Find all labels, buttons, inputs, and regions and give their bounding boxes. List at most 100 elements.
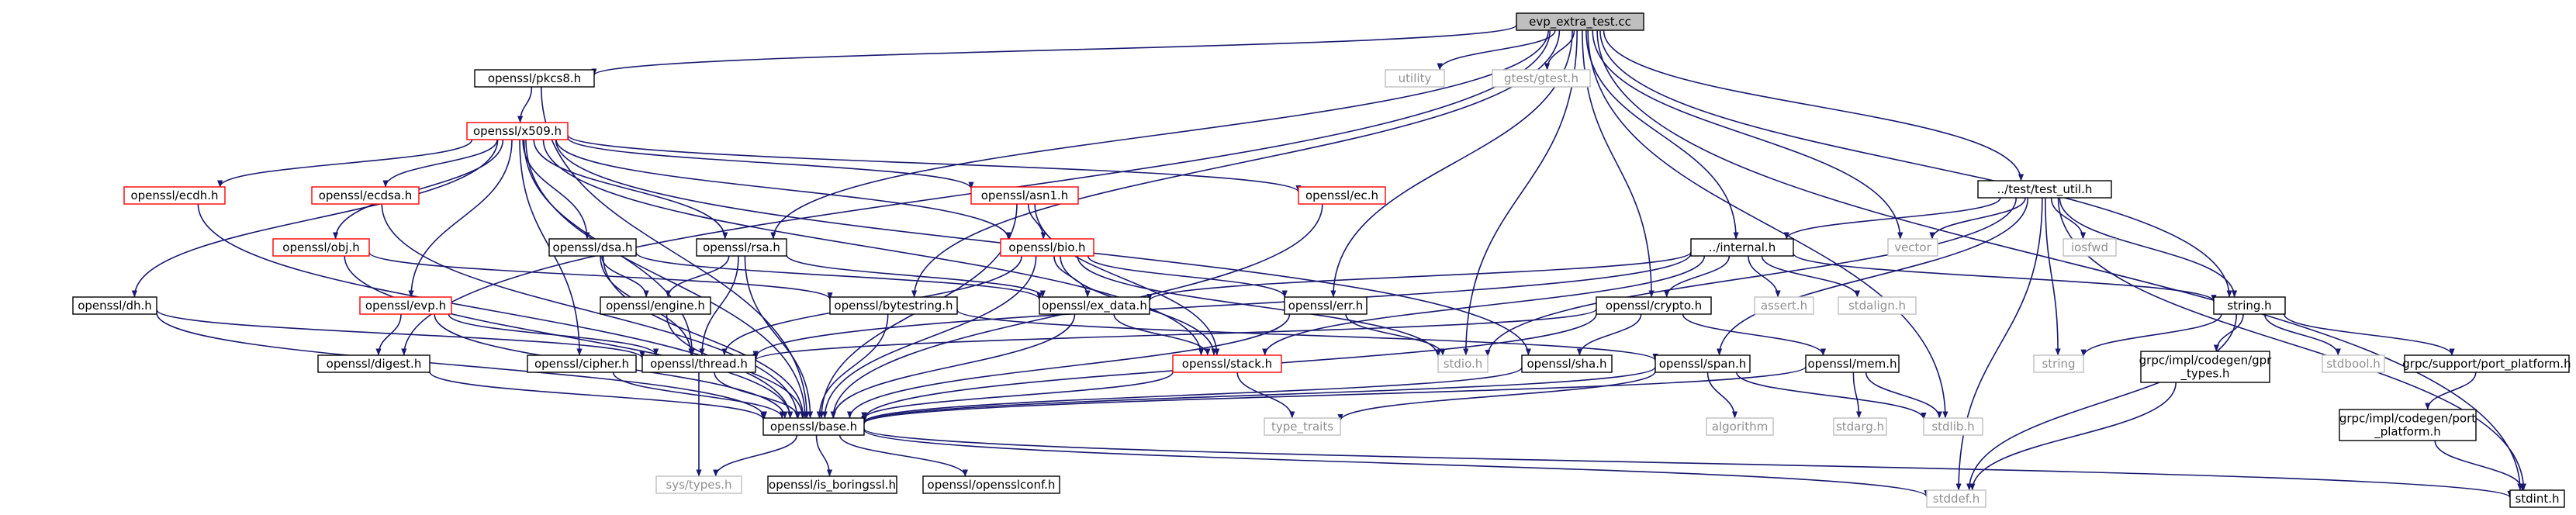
node-stdint[interactable]: stdint.h [2509,489,2565,508]
node-string[interactable]: string [2033,354,2084,373]
node-bytestring[interactable]: openssl/bytestring.h [829,296,958,315]
edge-x509-to-ec [567,134,1302,193]
node-stdbool[interactable]: stdbool.h [2322,354,2385,373]
node-sys_types[interactable]: sys/types.h [655,475,742,494]
edge-crypto-to-sha [1576,313,1642,356]
node-cipher-label: openssl/cipher.h [534,357,629,371]
node-engine-label: openssl/engine.h [606,299,705,313]
node-codegen_port[interactable]: grpc/impl/codegen/port_platform.h [2339,409,2477,441]
node-stddef[interactable]: stddef.h [1926,489,1986,508]
node-ex_data-box [1039,296,1150,315]
edge-thread-to-base [714,372,801,419]
edge-evp-to-thread [448,313,659,356]
node-stack-label: openssl/stack.h [1182,357,1272,371]
node-assert[interactable]: assert.h [1754,296,1814,315]
node-asn1[interactable]: openssl/asn1.h [970,186,1079,205]
edge-err-to-base [846,313,1291,419]
node-type_traits[interactable]: type_traits [1264,417,1341,436]
edge-x509-to-rsa [533,139,728,240]
node-rsa[interactable]: openssl/rsa.h [696,238,787,257]
node-err-box [1284,296,1368,315]
edge-x509-to-dsa [522,139,590,240]
node-thread-box [641,354,756,373]
node-stdlib[interactable]: stdlib.h [1923,417,1983,436]
node-cipher-box [527,354,637,373]
node-sha-box [1521,354,1613,373]
node-crypto-box [1596,296,1712,315]
edge-root-to-stdlib [1587,29,1948,419]
node-bio[interactable]: openssl/bio.h [1000,238,1094,257]
node-test_util-box [1977,180,2112,199]
node-base[interactable]: openssl/base.h [762,417,865,436]
node-stack[interactable]: openssl/stack.h [1172,354,1282,373]
node-ecdsa[interactable]: openssl/ecdsa.h [311,186,420,205]
node-x509[interactable]: openssl/x509.h [466,122,569,140]
edge-span-to-stdlib [1736,372,1927,420]
node-pkcs8[interactable]: openssl/pkcs8.h [474,69,595,88]
node-is_boringssl[interactable]: openssl/is_boringssl.h [767,475,897,494]
edge-test_util-to-iosfwd [2050,197,2087,240]
edge-test_util-to-span [1717,197,2029,356]
node-thread[interactable]: openssl/thread.h [641,354,756,373]
edge-root-to-stdint [1596,29,2523,491]
node-gpr_types-label: _types.h [2180,367,2229,382]
node-stdio[interactable]: stdio.h [1437,354,1489,373]
node-utility[interactable]: utility [1385,69,1445,88]
node-dh[interactable]: openssl/dh.h [72,296,157,315]
node-mem[interactable]: openssl/mem.h [1805,354,1900,373]
edge-internal-to-string_h [1793,253,2217,302]
node-ex_data[interactable]: openssl/ex_data.h [1039,296,1150,315]
node-string_h-box [2213,296,2286,315]
edge-test_util-to-string_h [2059,197,2238,298]
node-internal[interactable]: ../internal.h [1690,238,1794,257]
node-opensslconf[interactable]: openssl/opensslconf.h [922,475,1060,494]
edge-bio-to-base [821,255,1037,419]
node-crypto[interactable]: openssl/crypto.h [1596,296,1712,315]
node-crypto-label: openssl/crypto.h [1606,299,1702,313]
node-stdarg[interactable]: stdarg.h [1833,417,1887,436]
edges-layer [131,24,2527,499]
node-port_platform[interactable]: grpc/support/port_platform.h [2402,354,2571,373]
edge-test_util-to-stdio [1485,197,2018,357]
node-pkcs8-box [474,69,595,88]
node-sha[interactable]: openssl/sha.h [1521,354,1613,373]
node-engine[interactable]: openssl/engine.h [600,296,711,315]
node-span[interactable]: openssl/span.h [1655,354,1751,373]
node-gpr_types[interactable]: grpc/impl/codegen/gpr_types.h [2139,351,2273,383]
edge-cipher-to-base [612,372,785,419]
node-utility-box [1385,69,1445,88]
edge-dh-to-thread [156,309,645,359]
node-algorithm[interactable]: algorithm [1706,417,1774,436]
node-ec[interactable]: openssl/ec.h [1298,186,1386,205]
edge-ex_data-to-base [830,313,1076,419]
node-codegen_port-label: _platform.h [2374,425,2441,440]
node-cipher[interactable]: openssl/cipher.h [527,354,637,373]
node-string-box [2033,354,2084,373]
edge-x509-to-ecdsa [382,139,498,188]
edge-string_h-to-stddef [1966,313,2238,491]
node-vector[interactable]: vector [1887,238,1938,257]
node-ecdh[interactable]: openssl/ecdh.h [123,186,226,205]
node-iosfwd[interactable]: iosfwd [2063,238,2117,257]
node-test_util[interactable]: ../test/test_util.h [1977,180,2112,199]
node-asn1-label: openssl/asn1.h [981,188,1069,202]
node-gtest[interactable]: gtest/gtest.h [1492,69,1591,88]
node-err[interactable]: openssl/err.h [1284,296,1368,315]
edge-mem-to-stdarg [1852,372,1862,419]
node-root-box [1516,12,1644,31]
node-obj[interactable]: openssl/obj.h [272,238,370,257]
edge-string_h-to-stdbool [2263,313,2341,356]
node-ec-box [1298,186,1386,205]
node-stdlib-label: stdlib.h [1931,420,1974,434]
node-stdalign[interactable]: stdalign.h [1838,296,1917,315]
node-evp[interactable]: openssl/evp.h [359,296,452,315]
node-stack-box [1172,354,1282,373]
node-sha-label: openssl/sha.h [1527,357,1606,371]
node-dsa[interactable]: openssl/dsa.h [548,238,637,257]
edge-test_util-to-string [2045,197,2061,356]
node-ecdsa-box [311,186,420,205]
edge-ecdsa-to-base [381,203,800,419]
node-string_h[interactable]: string.h [2213,296,2286,315]
node-base-label: openssl/base.h [770,420,857,434]
node-digest[interactable]: openssl/digest.h [317,354,430,373]
